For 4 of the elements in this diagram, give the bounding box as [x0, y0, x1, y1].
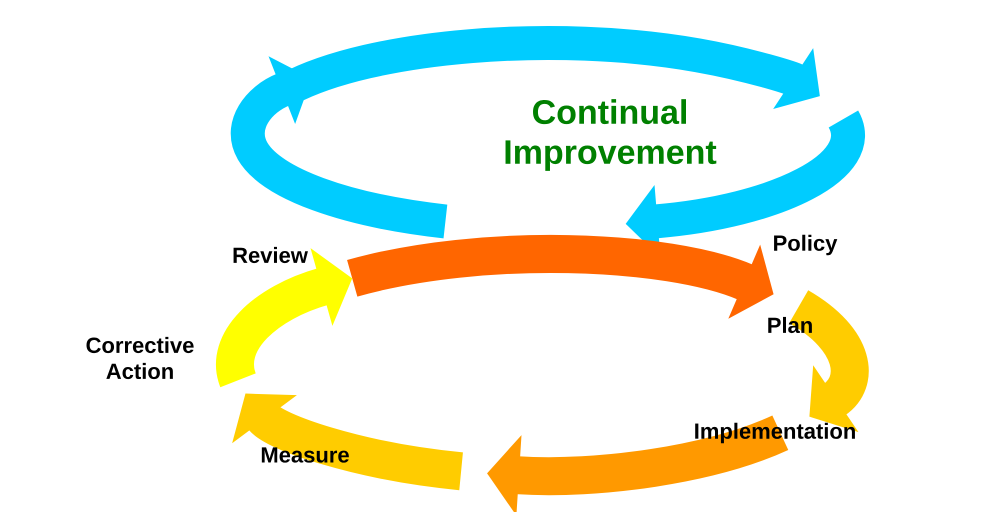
stage-label: Corrective Action — [86, 336, 194, 380]
stage-label: Policy — [774, 234, 838, 256]
center-label: Continual Improvement — [506, 99, 716, 171]
stage-label: Review — [234, 246, 308, 264]
